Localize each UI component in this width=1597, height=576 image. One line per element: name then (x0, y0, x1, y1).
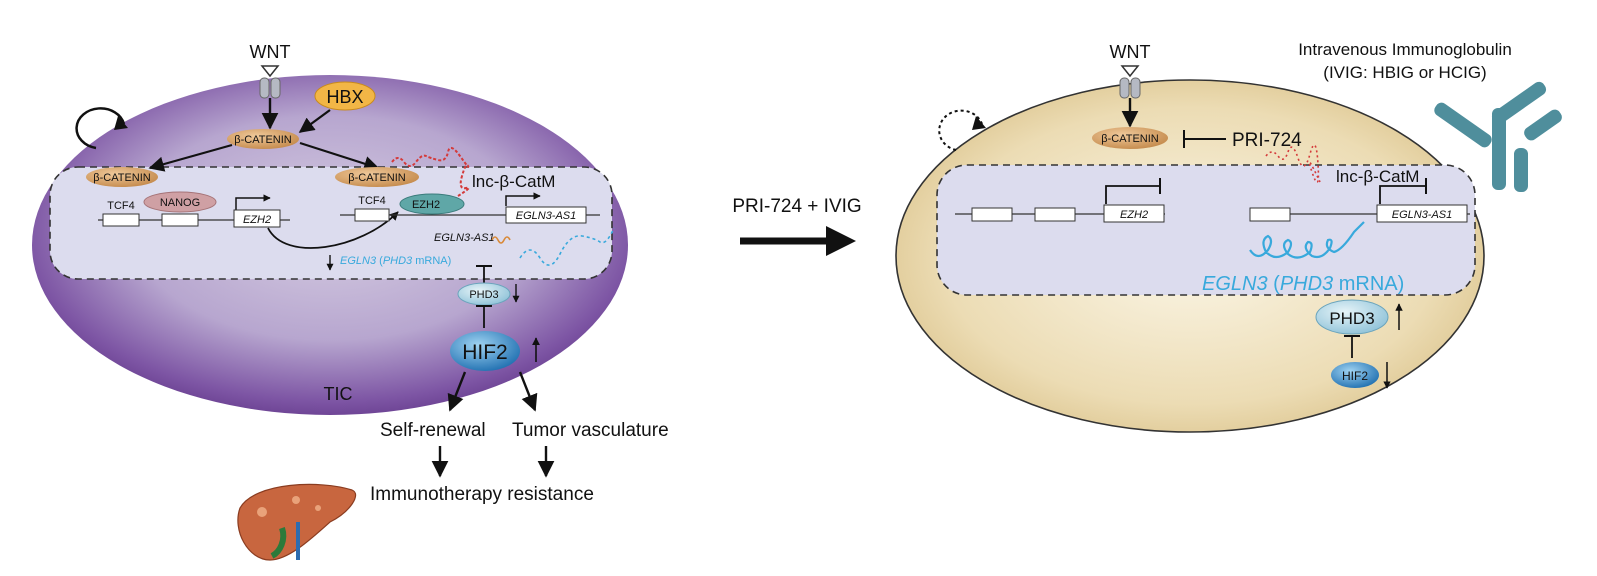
treatment-arrow: PRI-724 + IVIG (732, 196, 862, 256)
hbx-label: HBX (326, 87, 363, 107)
beta-catenin-cytoplasm-label: β-CATENIN (234, 134, 292, 146)
left-panel: WNT HBX β-CATENIN β-CATENIN β-CATENIN TC… (32, 42, 669, 561)
tcf4-left-label: TCF4 (107, 200, 135, 212)
phd3-label: PHD3 (469, 289, 498, 301)
beta-catenin-right (1092, 127, 1168, 149)
lnc-beta-catm-label-right: lnc-β-CatM (1336, 167, 1419, 186)
hif2-protein (450, 331, 520, 371)
lnc-beta-catm-rna-right (1265, 144, 1321, 183)
beta-catenin-nuclear-left (86, 167, 158, 187)
blocked-self-renewal-icon (938, 109, 986, 151)
egln3-mrna-left-label: EGLN3 (PHD3 mRNA) (340, 255, 451, 267)
immunotherapy-resistance-label: Immunotherapy resistance (370, 484, 594, 505)
pri724-label: PRI-724 (1232, 130, 1302, 151)
wnt-receptor-icon (259, 65, 281, 99)
lnc-beta-catm-rna (391, 146, 470, 197)
ezh2-protein (399, 193, 465, 215)
self-renewal-label: Self-renewal (380, 420, 486, 441)
tcf4-right-label: TCF4 (358, 195, 386, 207)
wnt-receptor-icon-right (1119, 65, 1141, 99)
egln3-as1-rna-label: EGLN3-AS1 (434, 232, 495, 244)
antibody-icon (1434, 81, 1562, 192)
ezh2-protein-label: EZH2 (412, 199, 440, 211)
ivig-line1: Intravenous Immunoglobulin (1298, 40, 1512, 59)
wnt-label: WNT (250, 42, 291, 62)
right-panel: WNT β-CATENIN PRI-724 Intravenous Immuno… (895, 40, 1562, 433)
egln3-mrna-right-label: EGLN3 (PHD3 mRNA) (1202, 273, 1404, 295)
egln3-as1-gene-label: EGLN3-AS1 (516, 210, 577, 222)
tumor-vasculature-label: Tumor vasculature (512, 420, 669, 441)
beta-catenin-nuclear-right-label: β-CATENIN (348, 172, 406, 184)
hif2-label: HIF2 (462, 341, 508, 364)
phd3-protein-right (1315, 299, 1389, 335)
hif2-label-right: HIF2 (1342, 369, 1368, 383)
hif2-protein-right (1331, 362, 1379, 388)
beta-catenin-nuclear-right (335, 167, 419, 187)
self-renewal-cycle-icon (75, 107, 128, 150)
egln3-as1-gene-label-right: EGLN3-AS1 (1392, 209, 1453, 221)
beta-catenin-nuclear-left-label: β-CATENIN (93, 172, 151, 184)
nanog-protein (143, 191, 217, 213)
treatment-label: PRI-724 + IVIG (732, 196, 861, 217)
beta-catenin-cytoplasm (227, 129, 299, 149)
liver-icon (237, 483, 357, 561)
hbx-protein (314, 81, 376, 111)
tic-label: TIC (324, 384, 353, 404)
ivig-line2: (IVIG: HBIG or HCIG) (1323, 63, 1486, 82)
nanog-label: NANOG (160, 197, 200, 209)
lnc-beta-catm-label: lnc-β-CatM (472, 172, 555, 191)
egln3-mrna-left (519, 227, 615, 266)
ezh2-gene-label-right: EZH2 (1120, 209, 1148, 221)
beta-catenin-right-label: β-CATENIN (1101, 133, 1159, 145)
wnt-label-right: WNT (1110, 42, 1151, 62)
phd3-label-right: PHD3 (1329, 309, 1374, 328)
ezh2-gene-label: EZH2 (243, 214, 271, 226)
normal-nucleus (936, 164, 1476, 296)
egln3-mrna-right (1249, 221, 1365, 259)
